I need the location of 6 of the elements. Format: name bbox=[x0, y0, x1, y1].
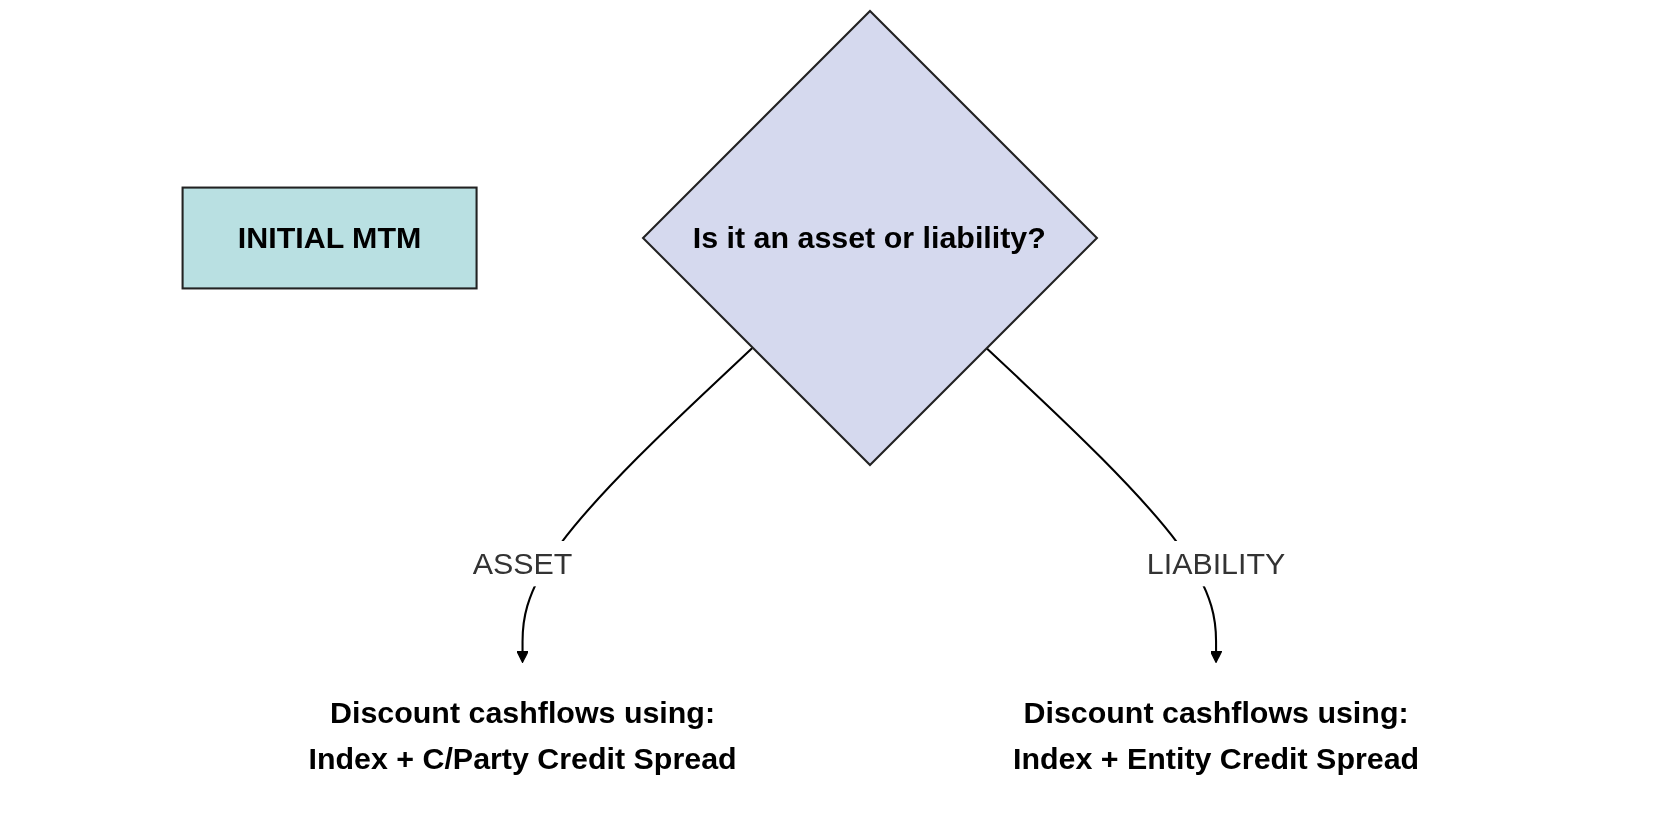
edge-label: ASSET bbox=[472, 546, 573, 581]
edge-label: LIABILITY bbox=[1146, 546, 1286, 581]
node-box: INITIAL MTM bbox=[181, 186, 478, 290]
node-diamond: Is it an asset or liability? bbox=[641, 9, 1099, 467]
node-text: Discount cashflows using: Index + Entity Credit Spread bbox=[1012, 695, 1420, 776]
node-text: Discount cashflows using: Index + C/Party Credit Spread bbox=[308, 695, 737, 776]
